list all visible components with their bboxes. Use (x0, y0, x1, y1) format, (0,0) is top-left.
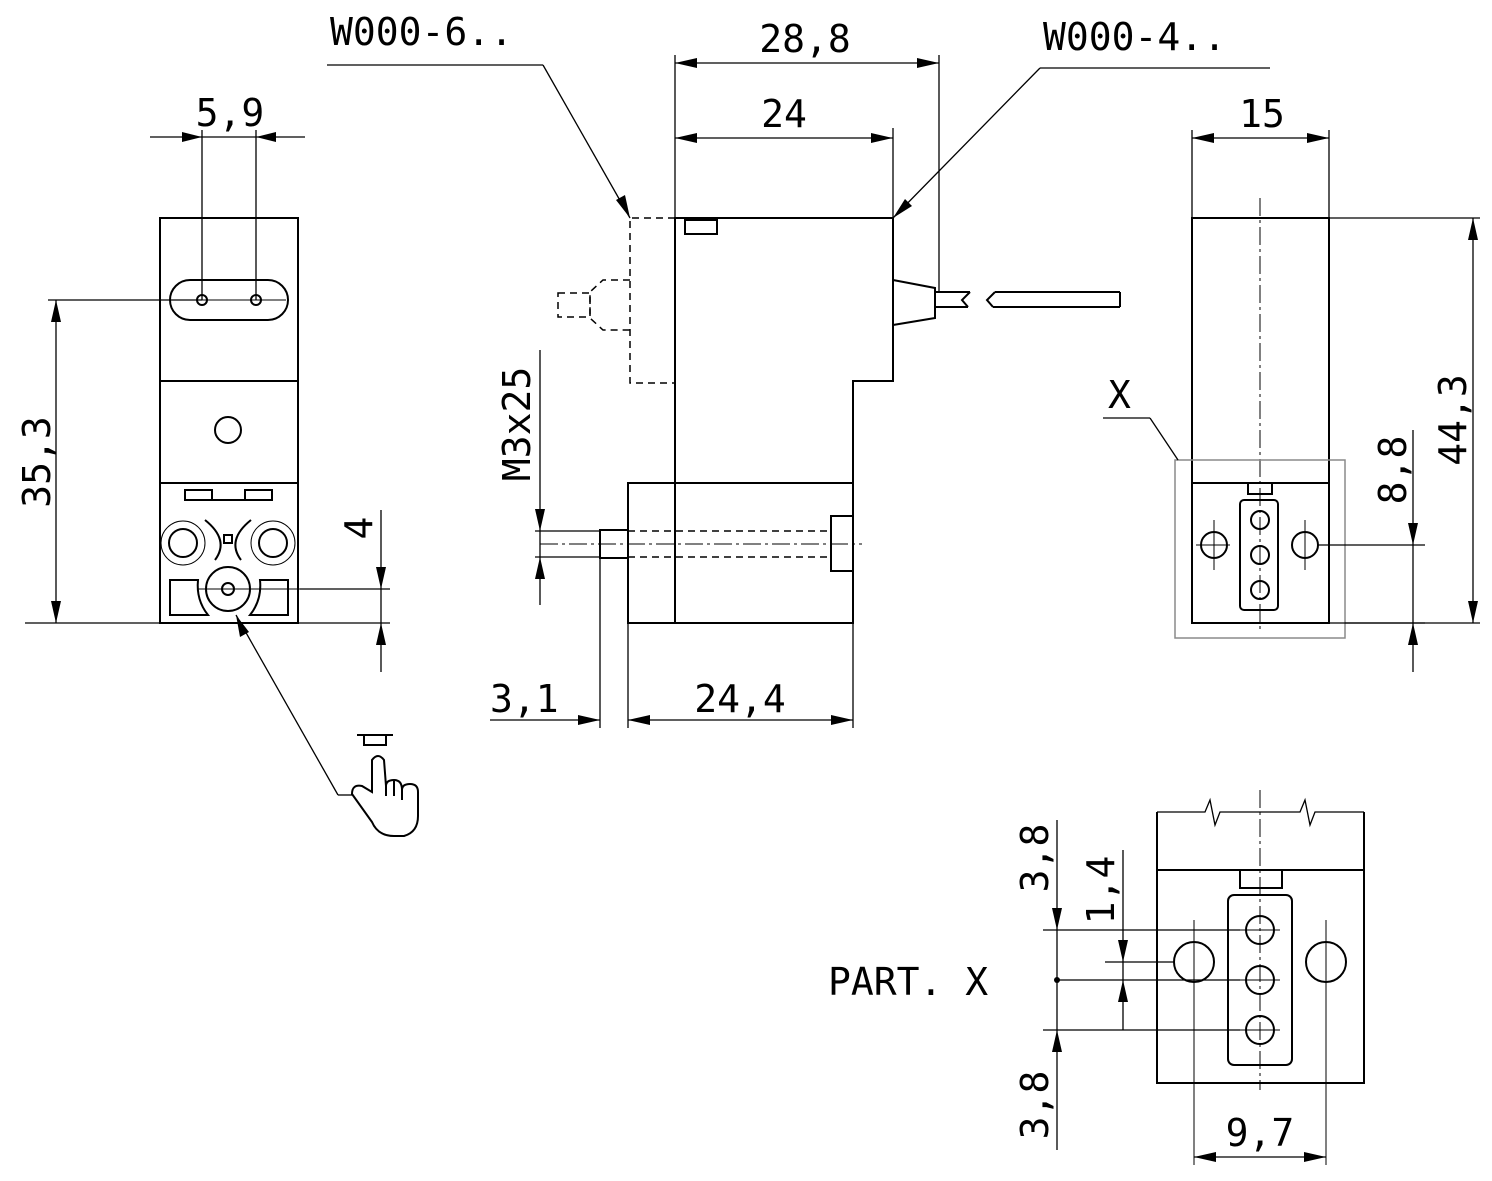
dimension-24: 24 (675, 92, 894, 218)
dimension-28-8: 28,8 (674, 17, 940, 292)
dimension-3-1: 3,1 (490, 558, 629, 728)
dim-5-9-label: 5,9 (196, 91, 265, 135)
dimension-5-9: 5,9 (150, 91, 305, 300)
dim-44-3-label: 44,3 (1431, 374, 1475, 466)
manual-override-callout (235, 614, 419, 837)
dimension-3-8-top: 3,8 (1013, 820, 1240, 1150)
dim-15-label: 15 (1239, 92, 1285, 136)
part-x-label-group: PART. X (828, 960, 1240, 1004)
dimension-35-3: 35,3 (15, 299, 202, 624)
callout-w000-4-label: W000-4.. (1043, 15, 1226, 59)
dim-4-label: 4 (337, 517, 381, 540)
part-x-label: PART. X (828, 960, 988, 1004)
dimension-24-4: 24,4 (628, 623, 854, 728)
dim-1-4-label: 1,4 (1079, 856, 1123, 925)
right-view (1174, 198, 1346, 639)
dim-24-4-label: 24,4 (694, 677, 786, 721)
dim-35-3-label: 35,3 (15, 416, 59, 508)
callout-x: X (1103, 373, 1179, 461)
hand-push-button-icon (350, 734, 419, 837)
dim-3-8-bottom-label: 3,8 (1013, 1071, 1057, 1140)
dimension-44-3: 44,3 (1329, 217, 1480, 624)
dim-3-1-label: 3,1 (490, 677, 559, 721)
front-view (159, 217, 300, 624)
dimension-3-8-bottom: 3,8 (1013, 1029, 1240, 1140)
dim-3-8-top-label: 3,8 (1013, 824, 1057, 893)
dim-28-8-label: 28,8 (759, 17, 851, 61)
dimension-15: 15 (1191, 92, 1330, 218)
side-view (540, 217, 1121, 624)
dim-8-8-label: 8,8 (1371, 436, 1415, 505)
dimension-9-7: 9,7 (1194, 1111, 1326, 1162)
dim-24-label: 24 (761, 92, 807, 136)
dimension-4: 4 (298, 510, 390, 672)
detail-x-view (1156, 790, 1365, 1165)
callout-w000-6: W000-6.. (327, 10, 631, 219)
callout-x-label: X (1108, 373, 1131, 417)
callout-w000-6-label: W000-6.. (330, 10, 513, 54)
callout-w000-4: W000-4.. (892, 15, 1270, 219)
dimension-8-8: 8,8 (1318, 430, 1425, 672)
dimension-m3x25: M3x25 (495, 350, 600, 605)
dim-m3x25-label: M3x25 (495, 367, 539, 481)
dimension-1-4: 1,4 (1079, 850, 1174, 1030)
dim-9-7-label: 9,7 (1226, 1111, 1295, 1155)
